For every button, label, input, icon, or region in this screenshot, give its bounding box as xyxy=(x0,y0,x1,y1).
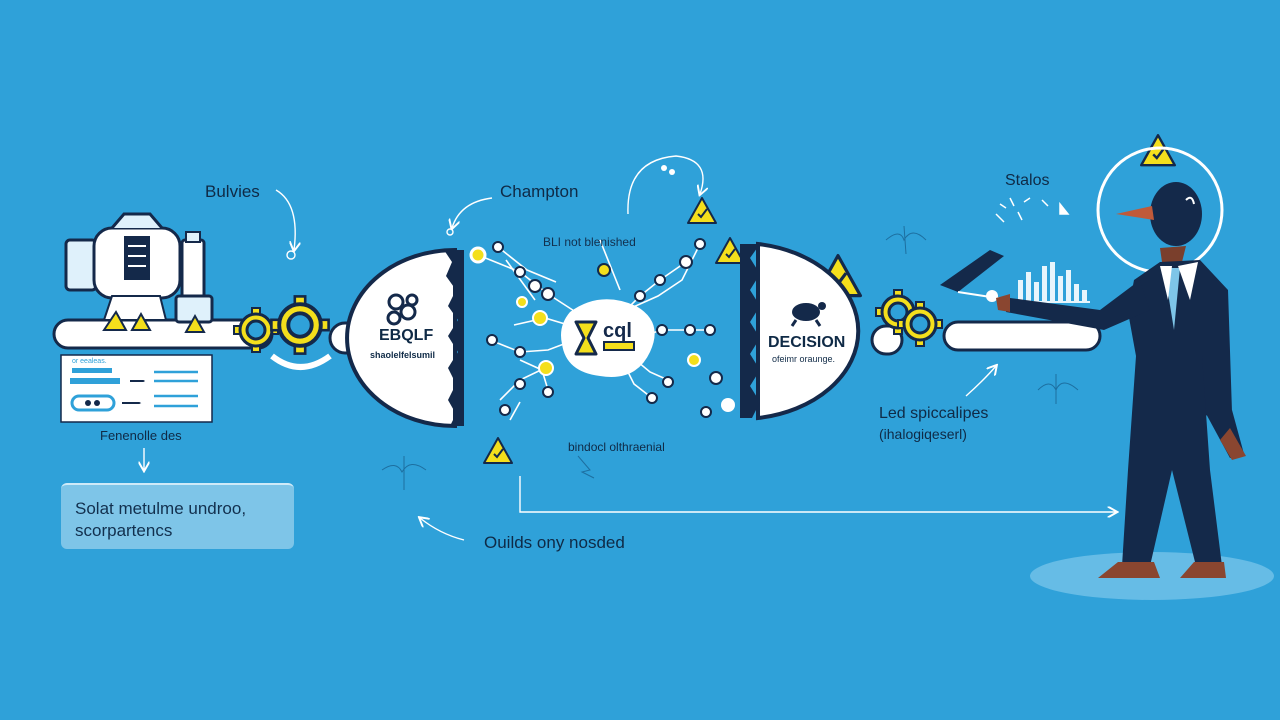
note-box: Solat metulme undroo, scorpartencs xyxy=(61,483,294,549)
note-box-line2: scorpartencs xyxy=(75,521,173,540)
card-row1-text: or eealeas. xyxy=(72,358,107,365)
label-top-center: Champton xyxy=(500,182,579,201)
label-bottom-center: Ouilds ony nosded xyxy=(484,533,625,552)
label-right-caption: Led spiccalipes xyxy=(879,405,989,422)
right-disc xyxy=(740,241,861,421)
central-hub xyxy=(561,299,655,377)
turtle-icon xyxy=(790,302,826,327)
person-figure xyxy=(996,146,1274,600)
left-disc-subtitle: shaolelfelsumil xyxy=(370,350,436,360)
laptop-icon xyxy=(940,250,1011,302)
document-card xyxy=(60,354,213,423)
gear-icon xyxy=(269,294,331,356)
warning-icon xyxy=(687,197,717,224)
right-disc-subtitle: ofeimr oraunge. xyxy=(772,354,836,364)
left-disc-title: EBQLF xyxy=(379,327,434,344)
right-disc-title: DECISION xyxy=(768,334,846,351)
cluster-icon xyxy=(386,293,419,326)
right-conveyor xyxy=(942,320,1102,352)
left-disc xyxy=(345,247,464,429)
annotation-arrows xyxy=(144,155,1116,541)
hourglass-icon xyxy=(574,320,598,356)
label-bottom-center-small: bindocl olthraenial xyxy=(568,440,665,454)
decorative-sparkles xyxy=(381,225,1079,490)
decorative-glyphs xyxy=(661,165,1070,223)
label-left-caption: Fenenolle des xyxy=(100,428,182,443)
warning-icon xyxy=(483,437,513,464)
label-right-caption-sub: (ihalogiqeserl) xyxy=(879,426,967,442)
bar-chart-icon xyxy=(1014,262,1090,303)
hub-text: cql xyxy=(603,320,632,342)
network-nodes xyxy=(469,238,735,418)
label-top-right: Stalos xyxy=(1005,172,1050,189)
label-top-left: Bulvies xyxy=(205,182,260,201)
machine-icon xyxy=(64,212,214,333)
note-box-line1: Solat metulme undroo, xyxy=(75,499,247,518)
label-center-small: BLI not blenished xyxy=(543,235,636,249)
warning-icon xyxy=(715,237,745,264)
